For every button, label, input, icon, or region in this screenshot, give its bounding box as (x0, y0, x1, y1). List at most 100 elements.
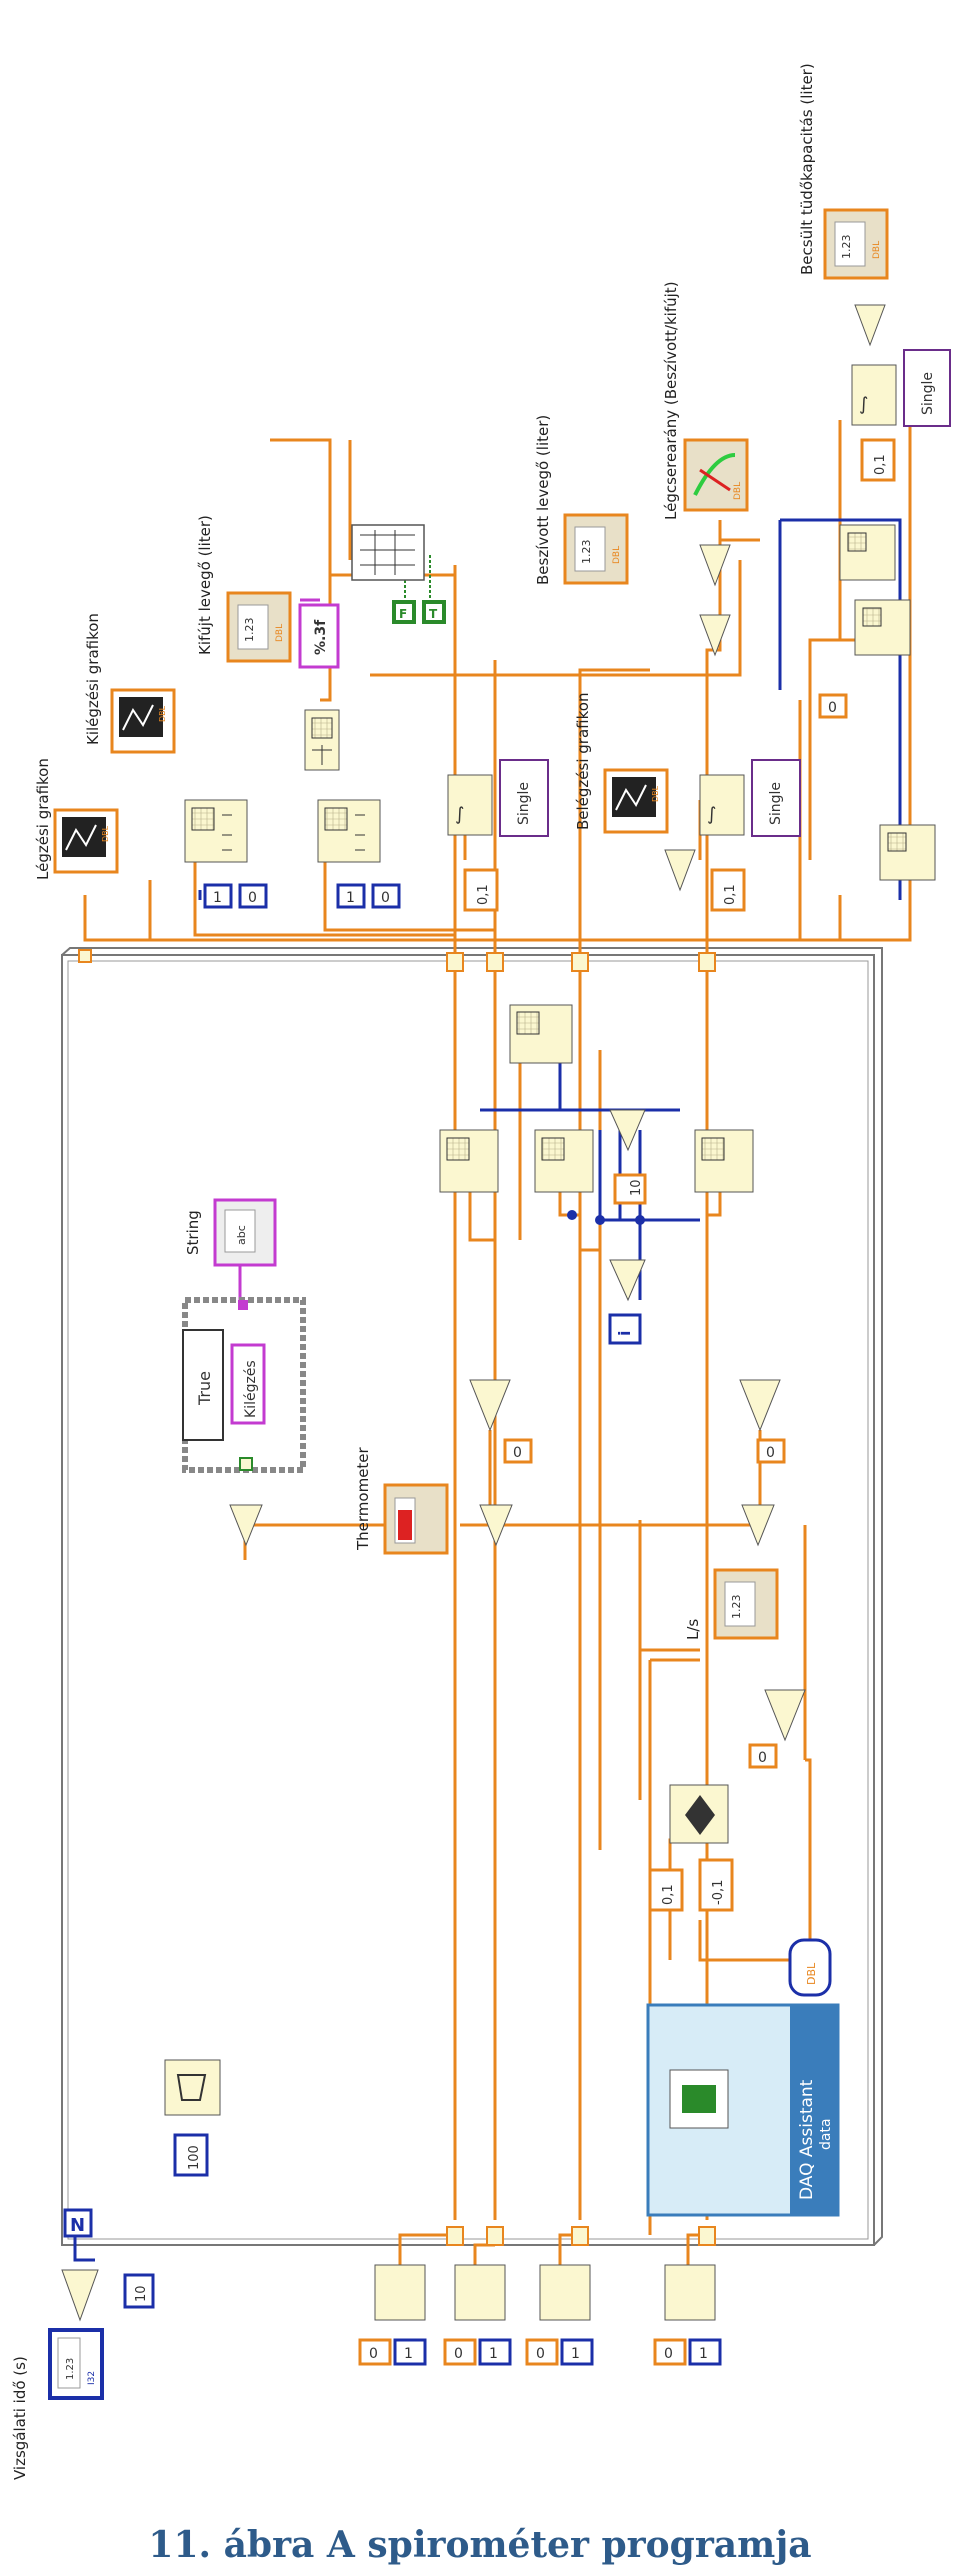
svg-text:1.23: 1.23 (580, 540, 593, 565)
svg-text:∫: ∫ (455, 804, 464, 825)
daq-assistant-node: DAQ Assistant data (646, 2003, 840, 2217)
flow-indicator: 1.23 (713, 1568, 779, 1640)
svg-text:-0,1: -0,1 (711, 1880, 726, 1905)
label-breath-graph: Légzési grafikon (34, 758, 52, 880)
inhale-graph-indicator: DBL (603, 768, 669, 834)
svg-text:T: T (429, 607, 438, 621)
integral-node-exhale: ∫ Single 0,1 (447, 759, 549, 912)
comparison-nodes (229, 1504, 775, 1547)
svg-text:0: 0 (381, 890, 390, 906)
svg-text:DBL: DBL (733, 482, 743, 500)
label-string: String (184, 1210, 202, 1255)
svg-text:0,1: 0,1 (661, 1884, 676, 1905)
svg-text:DBL: DBL (101, 825, 110, 842)
indicator-labels: Légzési grafikon Kilégzési grafikon Kifú… (11, 63, 816, 2480)
array-math-nodes-right: 0 (818, 524, 936, 881)
label-thermometer: Thermometer (354, 1446, 372, 1551)
svg-text:1: 1 (213, 890, 222, 906)
svg-text:DBL: DBL (612, 546, 622, 564)
svg-text:1.23: 1.23 (65, 2358, 76, 2380)
exhaled-air-indicator: 1.23 DBL (226, 591, 292, 663)
svg-text:0: 0 (828, 700, 837, 716)
case-structure: True Kilégzés (182, 1297, 306, 1473)
svg-text:Single: Single (516, 782, 532, 825)
svg-text:0: 0 (454, 2346, 463, 2362)
label-inhale-graph: Belégzési grafikon (574, 693, 592, 830)
array-node-a (184, 799, 248, 863)
svg-text:1: 1 (346, 890, 355, 906)
label-test-time: Vizsgálati idő (s) (11, 2356, 29, 2480)
label-capacity: Becsült tüdőkapacitás (liter) (798, 63, 816, 275)
capacity-indicator: 1.23 DBL (823, 208, 889, 280)
svg-text:Kilégzés: Kilégzés (243, 1360, 259, 1418)
label-ratio: Légcsere­arány (Beszívott/kifújt) (662, 281, 680, 520)
svg-text:0: 0 (536, 2346, 545, 2362)
svg-text:∫: ∫ (859, 394, 868, 415)
svg-text:0: 0 (664, 2346, 673, 2362)
format-string-constant: %.3f (298, 603, 340, 669)
ratio-gauge-indicator: DBL (683, 438, 749, 512)
integral-node-inhale: ∫ Single 0,1 (699, 759, 801, 912)
inner-array-nodes: 10 i (439, 1004, 754, 1345)
svg-text:True: True (195, 1371, 214, 1406)
svg-text:i: i (615, 1331, 634, 1336)
loop-count-terminal: N (63, 2208, 93, 2238)
svg-text:1: 1 (404, 2346, 413, 2362)
svg-text:0: 0 (369, 2346, 378, 2362)
initialize-array-nodes: 0 1 0 1 0 1 0 1 (358, 2264, 722, 2366)
wait-ms-node: 100 (164, 2059, 221, 2177)
format-into-string-node (351, 524, 425, 581)
breath-graph-indicator: DBL (53, 808, 119, 874)
svg-text:0,1: 0,1 (723, 884, 738, 905)
svg-text:Single: Single (768, 782, 784, 825)
svg-text:1: 1 (699, 2346, 708, 2362)
svg-text:%.3f: %.3f (313, 619, 329, 655)
svg-text:1: 1 (489, 2346, 498, 2362)
svg-text:100: 100 (187, 2145, 202, 2170)
figure-caption: 11. ábra A spirométer programja (148, 2524, 812, 2566)
labview-block-diagram: DBL DBL DBL 1.23 DBL 1.23 DBL DBL 1.23 (11, 63, 951, 2480)
array-node-b (317, 799, 381, 863)
svg-text:1.23: 1.23 (730, 1595, 743, 1620)
loop-tunnels (78, 949, 716, 2246)
test-time-control: 10 1.23 I32 (48, 2269, 155, 2400)
svg-text:10: 10 (629, 1179, 644, 1196)
svg-text:DBL: DBL (158, 705, 167, 722)
svg-text:0: 0 (513, 1445, 522, 1461)
exhale-graph-indicator: DBL (110, 688, 176, 754)
svg-text:DBL: DBL (805, 1962, 818, 1985)
svg-text:DBL: DBL (651, 785, 660, 802)
string-indicator: abc (213, 1198, 277, 1267)
integral-node-capacity: ∫ Single 0,1 (851, 349, 951, 482)
svg-text:F: F (399, 607, 407, 621)
svg-text:0: 0 (766, 1445, 775, 1461)
svg-text:10: 10 (134, 2285, 149, 2302)
svg-text:∫: ∫ (707, 804, 716, 825)
svg-text:1.23: 1.23 (243, 618, 256, 643)
inhaled-air-indicator: 1.23 DBL (563, 513, 629, 585)
svg-text:DBL: DBL (275, 624, 285, 642)
abs-node-top (664, 304, 886, 892)
label-flow: L/s (684, 1619, 702, 1640)
in-range-node: 0,1 -0,1 (648, 1784, 734, 1912)
svg-text:0: 0 (248, 890, 257, 906)
svg-text:1: 1 (571, 2346, 580, 2362)
label-inhaled-air: Beszívott levegő (liter) (534, 415, 552, 585)
svg-text:DAQ Assistant: DAQ Assistant (797, 2079, 817, 2200)
boolean-constants: F T (392, 600, 446, 624)
svg-text:abc: abc (235, 1225, 248, 1245)
svg-text:DBL: DBL (872, 241, 882, 259)
svg-text:data: data (818, 2118, 834, 2150)
svg-text:1.23: 1.23 (840, 235, 853, 260)
svg-text:0,1: 0,1 (476, 884, 491, 905)
svg-text:0: 0 (758, 1750, 767, 1766)
svg-text:I32: I32 (87, 2371, 97, 2385)
convert-dbl-node: DBL (788, 1938, 832, 1997)
index-constants-top: 1 0 1 0 (203, 883, 401, 909)
svg-text:N: N (70, 2215, 85, 2236)
thermometer-indicator (383, 1483, 449, 1555)
label-exhaled-air: Kifújt levegő (liter) (196, 515, 214, 655)
label-exhale-graph: Kilégzési grafikon (84, 613, 102, 745)
select-nodes: 0 0 0 (469, 1379, 806, 1769)
